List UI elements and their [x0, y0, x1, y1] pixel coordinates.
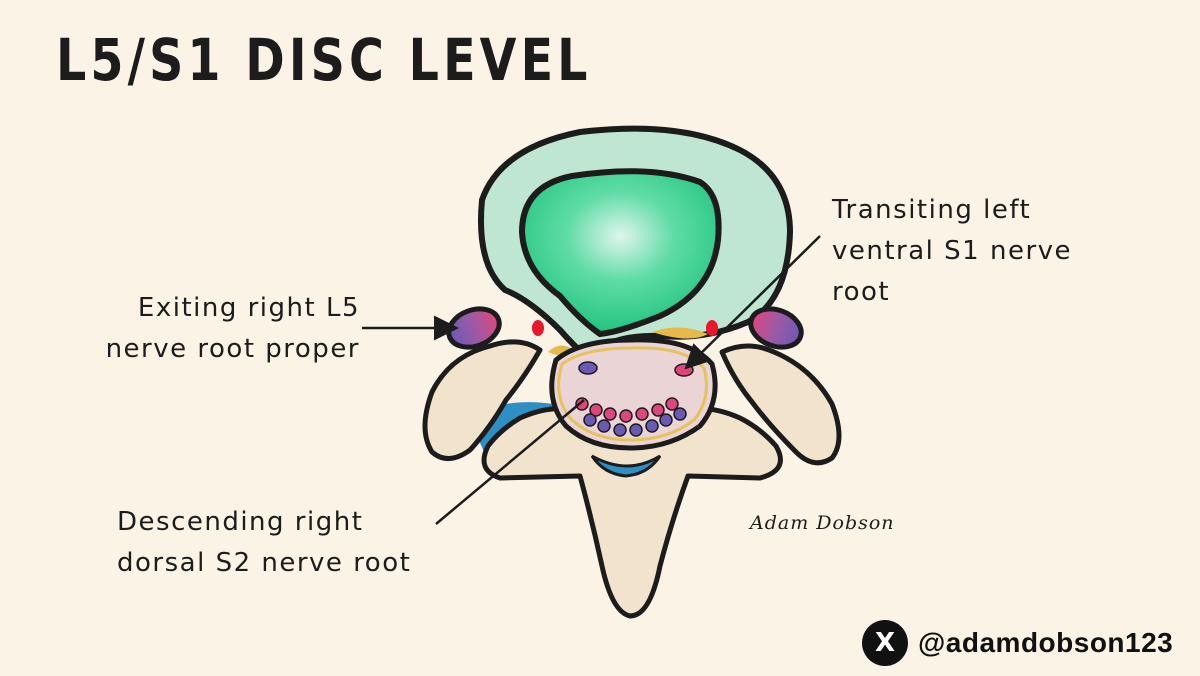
handle-text: @adamdobson123 [918, 627, 1174, 658]
artist-signature: Adam Dobson [750, 512, 895, 534]
artery-right [706, 320, 718, 336]
artery-left [532, 320, 544, 336]
exiting-root-left-l5 [748, 306, 804, 350]
thecal-sac-rim [557, 346, 708, 442]
pointer-descending-s2 [435, 399, 585, 525]
osteophyte-right [652, 327, 708, 339]
page-title: L5/S1 DISC LEVEL [56, 26, 592, 94]
label-transiting-left-s1: Transiting left ventral S1 nerve root [832, 195, 1073, 307]
social-handle[interactable]: X @adamdobson123 [862, 620, 1173, 666]
ligamentum-flavum [590, 454, 662, 478]
label-exiting-right-l5: Exiting right L5 nerve root proper [105, 293, 360, 364]
label-descending-right-s2: Descending right dorsal S2 nerve root [117, 507, 412, 578]
left-articular-process [422, 339, 543, 461]
nucleus-pulposus [519, 168, 722, 337]
pointer-transiting-s1 [684, 235, 821, 370]
right-articular-process [719, 343, 842, 466]
x-logo-icon: X [862, 620, 908, 666]
